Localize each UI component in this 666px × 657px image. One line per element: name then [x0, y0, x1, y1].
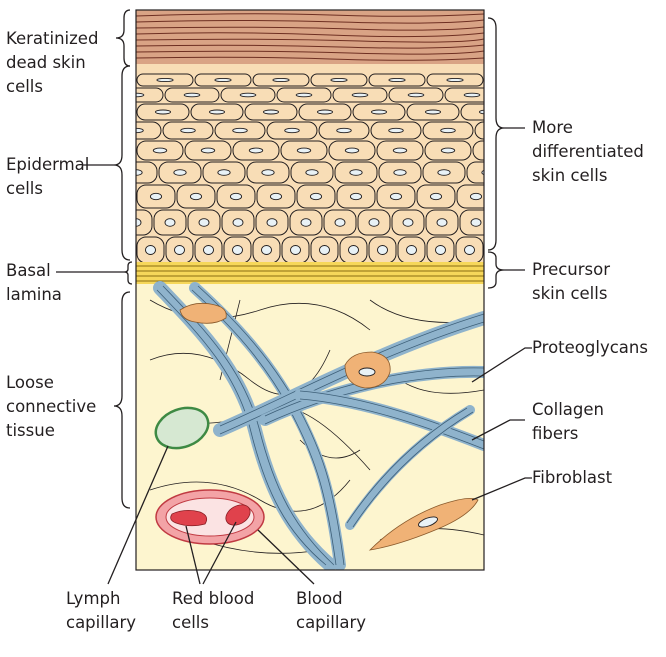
cell-nucleus	[335, 219, 345, 227]
cell-nucleus	[331, 78, 347, 81]
cell-nucleus	[425, 110, 440, 114]
cell-nucleus	[310, 193, 321, 199]
cell-nucleus	[267, 219, 277, 227]
cell-nucleus	[201, 148, 214, 153]
cell-nucleus	[407, 246, 417, 255]
cell-nucleus	[263, 110, 278, 114]
label-precursor: Precursor skin cells	[532, 260, 615, 303]
cell-nucleus	[389, 78, 405, 81]
cell-nucleus	[471, 219, 481, 227]
cell-nucleus	[184, 93, 200, 97]
cell-nucleus	[430, 193, 441, 199]
cell-nucleus	[273, 78, 289, 81]
cell-nucleus	[240, 93, 256, 97]
cell-nucleus	[204, 246, 214, 255]
cell-nucleus	[233, 246, 243, 255]
label-collagen: Collagen fibers	[532, 400, 609, 443]
label-more-differentiated: More differentiated skin cells	[532, 118, 649, 185]
cell-nucleus	[436, 246, 446, 255]
cell-nucleus	[175, 246, 185, 255]
cell-nucleus	[199, 219, 209, 227]
cell-nucleus	[403, 219, 413, 227]
cell-nucleus	[146, 246, 156, 255]
cell-nucleus	[262, 170, 274, 176]
cell-nucleus	[157, 78, 173, 81]
cell-nucleus	[301, 219, 311, 227]
cell-nucleus	[441, 128, 456, 132]
cell-nucleus	[464, 93, 480, 97]
label-lymph: Lymph capillary	[66, 589, 136, 632]
cell-nucleus	[291, 246, 301, 255]
cell-nucleus	[317, 110, 332, 114]
cell-nucleus	[378, 246, 388, 255]
cell-nucleus	[408, 93, 424, 97]
cell-nucleus	[393, 148, 406, 153]
cell-nucleus	[437, 219, 447, 227]
connective-tissue-layer	[136, 284, 484, 570]
cell-nucleus	[479, 110, 494, 114]
cell-nucleus	[296, 93, 312, 97]
cell-nucleus	[390, 193, 401, 199]
cell-nucleus	[150, 193, 161, 199]
cell-nucleus	[352, 93, 368, 97]
cell-nucleus	[190, 193, 201, 199]
cell-nucleus	[337, 128, 352, 132]
brace-epidermal	[114, 66, 130, 260]
cell-nucleus	[262, 246, 272, 255]
cell-nucleus	[441, 148, 454, 153]
cell-nucleus	[350, 193, 361, 199]
cell-nucleus	[181, 128, 196, 132]
brace-loose	[114, 292, 130, 508]
cell-nucleus	[438, 170, 450, 176]
label-blood-capillary: Blood capillary	[296, 589, 366, 632]
cell-nucleus	[153, 148, 166, 153]
epidermal-cell	[461, 104, 513, 120]
label-red-blood-cells: Red blood cells	[172, 589, 260, 632]
cell-nucleus	[465, 246, 475, 255]
cell-nucleus	[233, 219, 243, 227]
cell-nucleus	[155, 110, 170, 114]
brace-basal	[124, 262, 132, 284]
cell-nucleus	[320, 246, 330, 255]
cell-nucleus	[209, 110, 224, 114]
epidermal-cell	[485, 74, 541, 86]
cell-nucleus	[306, 170, 318, 176]
cell-nucleus	[285, 128, 300, 132]
cell-nucleus	[447, 78, 463, 81]
label-keratinized: Keratinized dead skin cells	[6, 29, 104, 96]
cell-nucleus	[174, 170, 186, 176]
cell-nucleus	[233, 128, 248, 132]
cell-nucleus	[369, 219, 379, 227]
cell-nucleus	[371, 110, 386, 114]
cell-nucleus	[230, 193, 241, 199]
label-basal: Basal lamina	[6, 261, 62, 304]
cell-nucleus	[218, 170, 230, 176]
blood-capillary-shape	[156, 490, 264, 544]
cell-nucleus	[470, 193, 481, 199]
brace-more-diff	[488, 18, 504, 250]
keratinized-layer	[136, 10, 484, 66]
brace-precursor	[488, 252, 504, 288]
brace-keratinized	[116, 10, 130, 66]
cell-nucleus	[297, 148, 310, 153]
epidermal-cell	[475, 122, 525, 139]
cell-nucleus	[350, 170, 362, 176]
cell-nucleus	[165, 219, 175, 227]
cell-nucleus	[394, 170, 406, 176]
cell-nucleus	[345, 148, 358, 153]
label-fibroblast: Fibroblast	[532, 468, 613, 487]
cell-nucleus	[389, 128, 404, 132]
epidermal-cell	[467, 162, 509, 183]
cell-nucleus	[249, 148, 262, 153]
basal-lamina-layer	[136, 262, 484, 284]
label-loose: Loose connective tissue	[6, 373, 102, 440]
label-epidermal: Epidermal cells	[6, 155, 95, 198]
cell-nucleus	[349, 246, 359, 255]
cell-nucleus	[270, 193, 281, 199]
tissue-panel	[109, 10, 541, 570]
cell-nucleus	[215, 78, 231, 81]
label-proteoglycans: Proteoglycans	[532, 338, 648, 357]
cell-nucleus	[505, 78, 521, 81]
